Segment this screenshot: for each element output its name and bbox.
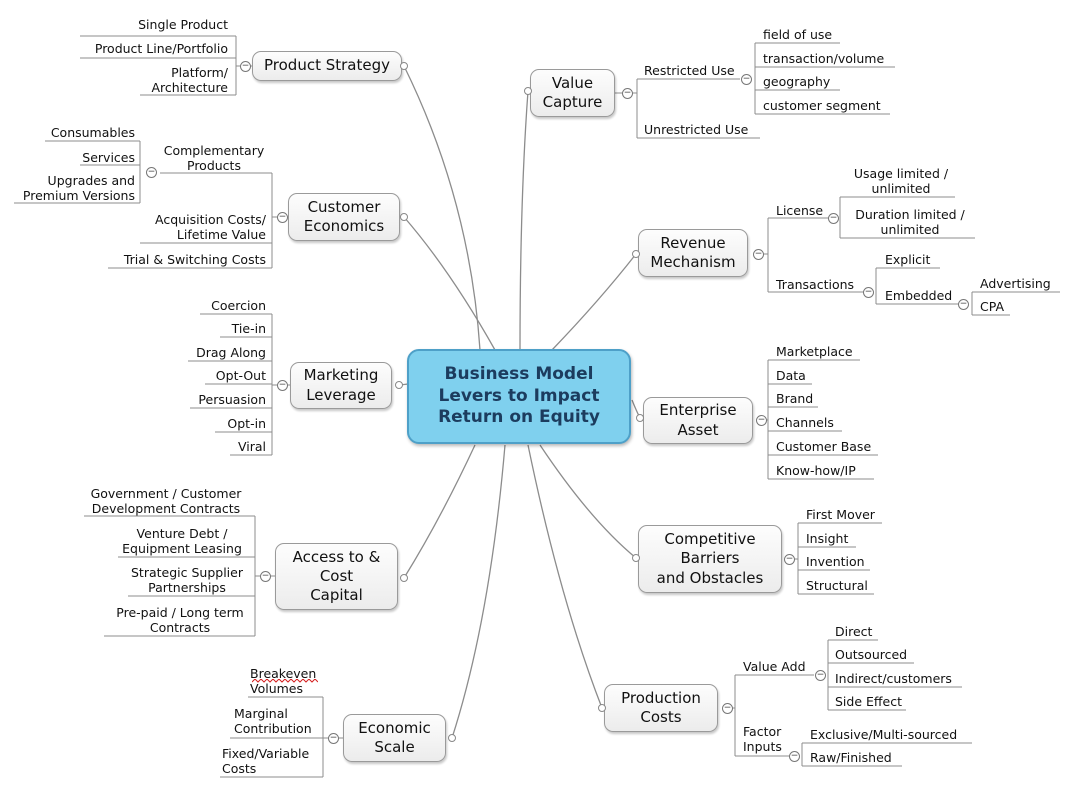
collapse-toggle-icon[interactable]: − xyxy=(753,249,764,260)
connector-dot xyxy=(400,574,408,582)
leaf-tie-in[interactable]: Tie-in xyxy=(231,321,266,336)
collapse-toggle-icon[interactable]: − xyxy=(784,554,795,565)
collapse-toggle-icon[interactable]: − xyxy=(789,751,800,762)
sub-license[interactable]: License xyxy=(776,203,824,218)
sub-value-add[interactable]: Value Add xyxy=(743,659,806,674)
leaf-side-effect[interactable]: Side Effect xyxy=(835,694,902,709)
leaf-venture-debt[interactable]: Venture Debt / Equipment Leasing xyxy=(122,526,242,557)
collapse-toggle-icon[interactable]: − xyxy=(722,703,733,714)
branch-economic-scale[interactable]: Economic Scale xyxy=(343,714,446,762)
sub-complementary-products[interactable]: Complementary Products xyxy=(163,143,265,174)
connector-dot xyxy=(598,704,606,712)
leaf-advertising[interactable]: Advertising xyxy=(980,276,1051,291)
branch-enterprise-asset[interactable]: Enterprise Asset xyxy=(643,397,753,444)
leaf-customer-segment[interactable]: customer segment xyxy=(763,98,881,113)
leaf-fixed-variable-costs[interactable]: Fixed/Variable Costs xyxy=(222,746,310,777)
connector-dot xyxy=(400,62,408,70)
sub-restricted-use[interactable]: Restricted Use xyxy=(644,63,735,78)
branch-marketing-leverage[interactable]: Marketing Leverage xyxy=(290,362,392,409)
leaf-indirect-customers[interactable]: Indirect/customers xyxy=(835,671,952,686)
leaf-breakeven-volumes[interactable]: Breakeven Volumes xyxy=(250,666,317,697)
collapse-toggle-icon[interactable]: − xyxy=(815,670,826,681)
collapse-toggle-icon[interactable]: − xyxy=(328,733,339,744)
branch-production-costs[interactable]: Production Costs xyxy=(604,684,718,732)
sub-factor-inputs[interactable]: Factor Inputs xyxy=(743,724,782,755)
collapse-toggle-icon[interactable]: − xyxy=(756,415,767,426)
leaf-field-of-use[interactable]: field of use xyxy=(763,27,833,42)
connector-dot xyxy=(448,734,456,742)
leaf-persuasion[interactable]: Persuasion xyxy=(198,392,266,407)
leaf-cpa[interactable]: CPA xyxy=(980,299,1005,314)
leaf-services[interactable]: Services xyxy=(82,150,135,165)
leaf-prepaid-contracts[interactable]: Pre-paid / Long term Contracts xyxy=(116,605,244,636)
leaf-strategic-supplier[interactable]: Strategic Supplier Partnerships xyxy=(131,565,243,596)
spellcheck-underline xyxy=(252,679,318,683)
sub-unrestricted-use[interactable]: Unrestricted Use xyxy=(644,122,749,137)
collapse-toggle-icon[interactable]: − xyxy=(260,571,271,582)
collapse-toggle-icon[interactable]: − xyxy=(146,167,157,178)
leaf-marketplace[interactable]: Marketplace xyxy=(776,344,853,359)
leaf-brand[interactable]: Brand xyxy=(776,391,814,406)
leaf-invention[interactable]: Invention xyxy=(806,554,865,569)
leaf-know-how-ip[interactable]: Know-how/IP xyxy=(776,463,856,478)
leaf-outsourced[interactable]: Outsourced xyxy=(835,647,908,662)
leaf-exclusive-multi-sourced[interactable]: Exclusive/Multi-sourced xyxy=(810,727,958,742)
branch-product-strategy[interactable]: Product Strategy xyxy=(252,51,402,81)
branch-revenue-mechanism[interactable]: Revenue Mechanism xyxy=(638,229,748,277)
connector-dot xyxy=(395,381,403,389)
leaf-explicit[interactable]: Explicit xyxy=(885,252,931,267)
collapse-toggle-icon[interactable]: − xyxy=(958,299,969,310)
leaf-government-contracts[interactable]: Government / Customer Development Contra… xyxy=(90,486,242,517)
leaf-raw-finished[interactable]: Raw/Finished xyxy=(810,750,892,765)
leaf-single-product[interactable]: Single Product xyxy=(138,17,228,32)
collapse-toggle-icon[interactable]: − xyxy=(240,61,251,72)
leaf-opt-out[interactable]: Opt-Out xyxy=(215,368,266,383)
branch-value-capture[interactable]: Value Capture xyxy=(530,69,615,117)
leaf-customer-base[interactable]: Customer Base xyxy=(776,439,872,454)
leaf-acquisition-costs[interactable]: Acquisition Costs/ Lifetime Value xyxy=(155,212,266,243)
leaf-consumables[interactable]: Consumables xyxy=(50,125,135,140)
sub-transactions[interactable]: Transactions xyxy=(776,277,855,292)
collapse-toggle-icon[interactable]: − xyxy=(828,213,839,224)
leaf-opt-in[interactable]: Opt-in xyxy=(227,416,266,431)
connector-dot xyxy=(632,250,640,258)
leaf-upgrades-premium[interactable]: Upgrades and Premium Versions xyxy=(22,173,135,204)
central-topic[interactable]: Business Model Levers to Impact Return o… xyxy=(407,349,631,444)
collapse-toggle-icon[interactable]: − xyxy=(741,74,752,85)
collapse-toggle-icon[interactable]: − xyxy=(277,380,288,391)
leaf-trial-switching-costs[interactable]: Trial & Switching Costs xyxy=(123,252,266,267)
leaf-channels[interactable]: Channels xyxy=(776,415,834,430)
leaf-platform-architecture[interactable]: Platform/ Architecture xyxy=(151,65,228,96)
leaf-duration-limited[interactable]: Duration limited / unlimited xyxy=(855,207,965,238)
leaf-drag-along[interactable]: Drag Along xyxy=(196,345,266,360)
leaf-product-line-portfolio[interactable]: Product Line/Portfolio xyxy=(94,41,228,56)
sub-embedded[interactable]: Embedded xyxy=(885,288,953,303)
branch-customer-economics[interactable]: Customer Economics xyxy=(288,193,400,241)
branch-competitive-barriers[interactable]: Competitive Barriers and Obstacles xyxy=(638,525,782,593)
branch-access-capital[interactable]: Access to & Cost Capital xyxy=(275,543,398,610)
leaf-marginal-contribution[interactable]: Marginal Contribution xyxy=(234,706,312,737)
connector-dot xyxy=(524,87,532,95)
leaf-direct[interactable]: Direct xyxy=(835,624,873,639)
connector-dot xyxy=(632,554,640,562)
leaf-transaction-volume[interactable]: transaction/volume xyxy=(763,51,885,66)
connector-dot xyxy=(400,213,408,221)
collapse-toggle-icon[interactable]: − xyxy=(863,287,874,298)
leaf-coercion[interactable]: Coercion xyxy=(211,298,266,313)
connector-dot xyxy=(636,414,644,422)
leaf-first-mover[interactable]: First Mover xyxy=(806,507,875,522)
collapse-toggle-icon[interactable]: − xyxy=(277,212,288,223)
leaf-data[interactable]: Data xyxy=(776,368,806,383)
leaf-insight[interactable]: Insight xyxy=(806,531,849,546)
leaf-viral[interactable]: Viral xyxy=(237,439,266,454)
collapse-toggle-icon[interactable]: − xyxy=(622,88,633,99)
leaf-geography[interactable]: geography xyxy=(763,74,831,89)
leaf-structural[interactable]: Structural xyxy=(806,578,868,593)
leaf-usage-limited[interactable]: Usage limited / unlimited xyxy=(853,166,949,197)
